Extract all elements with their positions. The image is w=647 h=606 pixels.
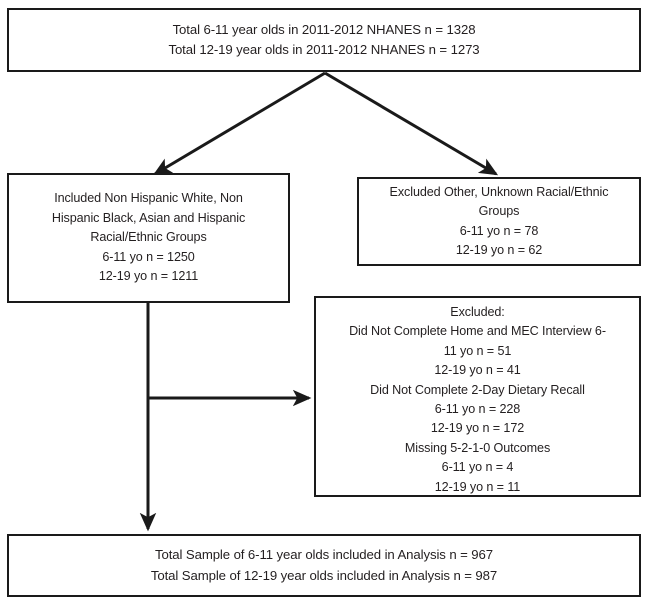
final-sample-line-1: Total Sample of 6-11 year olds included … (154, 547, 494, 562)
included-line-3: Racial/Ethnic Groups (90, 230, 207, 245)
excluded-heading: Excluded: (450, 305, 505, 319)
included-count-6-11: 6-11 yo n = 1250 (102, 249, 195, 264)
included-line-1: Included Non Hispanic White, Non (54, 191, 243, 206)
excluded-criteria-box: Excluded: Did Not Complete Home and MEC … (314, 296, 641, 497)
excluded-other-line-2: Groups (478, 204, 520, 219)
excluded-outcomes-count-6-11: 6-11 yo n = 4 (441, 460, 514, 475)
excluded-outcomes-label: Missing 5-2-1-0 Outcomes (404, 440, 551, 455)
included-line-2: Hispanic Black, Asian and Hispanic (51, 210, 246, 225)
excluded-other-count-6-11: 6-11 yo n = 78 (459, 223, 539, 238)
total-sample-line-2: Total 12-19 year olds in 2011-2012 NHANE… (168, 42, 480, 57)
arrow-included-to-excluded-criteria (146, 303, 312, 407)
included-count-12-19: 12-19 yo n = 1211 (98, 269, 199, 284)
excluded-interview-count-12-19: 12-19 yo n = 41 (434, 363, 521, 378)
arrow-top-to-included (152, 71, 326, 176)
excluded-interview-count-6-11: 11 yo n = 51 (443, 343, 512, 358)
excluded-other-count-12-19: 12-19 yo n = 62 (455, 242, 543, 257)
excluded-interview-label: Did Not Complete Home and MEC Interview … (349, 324, 606, 339)
included-racial-ethnic-groups-box: Included Non Hispanic White, Non Hispani… (7, 173, 290, 303)
excluded-other-groups-box: Excluded Other, Unknown Racial/Ethnic Gr… (357, 177, 641, 266)
arrow-top-to-excluded-other (324, 71, 499, 176)
excluded-other-line-1: Excluded Other, Unknown Racial/Ethnic (389, 184, 609, 199)
excluded-dietary-count-6-11: 6-11 yo n = 228 (434, 402, 521, 417)
excluded-dietary-label: Did Not Complete 2-Day Dietary Recall (370, 382, 585, 397)
total-sample-box: Total 6-11 year olds in 2011-2012 NHANES… (7, 8, 641, 72)
final-analysis-sample-box: Total Sample of 6-11 year olds included … (7, 534, 641, 597)
excluded-outcomes-count-12-19: 12-19 yo n = 11 (434, 479, 521, 494)
total-sample-line-1: Total 6-11 year olds in 2011-2012 NHANES… (172, 21, 476, 37)
excluded-dietary-count-12-19: 12-19 yo n = 172 (430, 421, 525, 436)
final-sample-line-2: Total Sample of 12-19 year olds included… (150, 567, 498, 583)
